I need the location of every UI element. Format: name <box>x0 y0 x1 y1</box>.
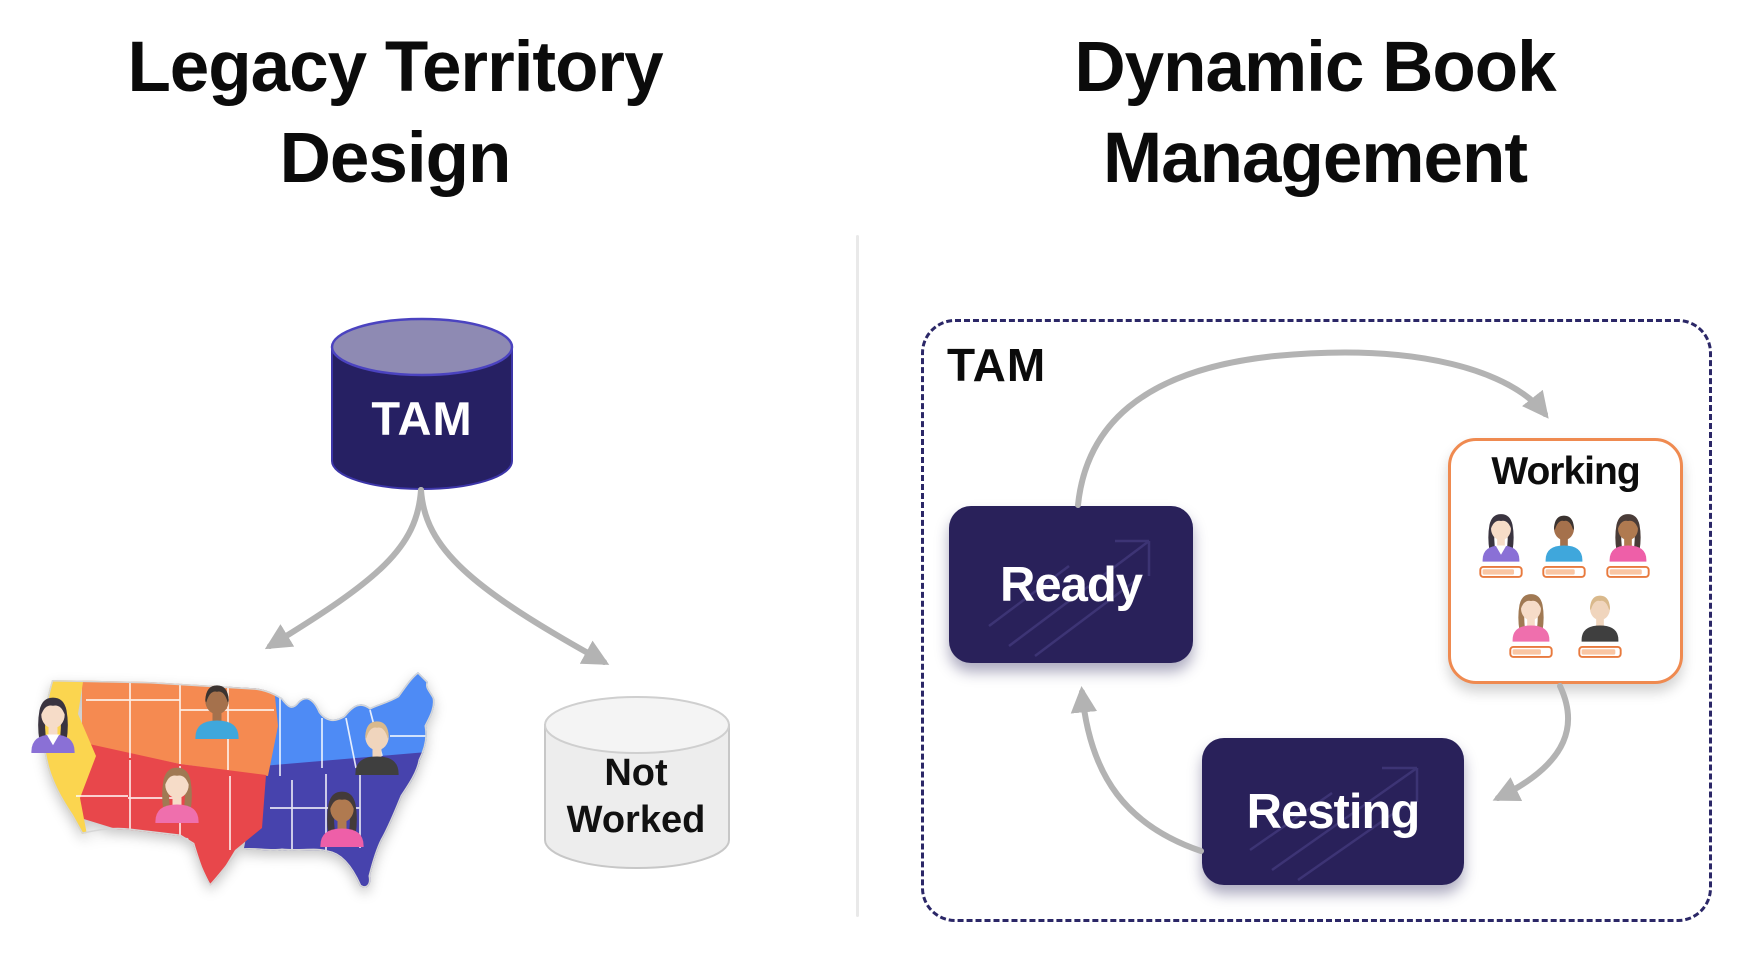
left-title-line1: Legacy Territory <box>127 28 663 107</box>
panel-divider <box>856 235 859 917</box>
growth-arrow-watermark-icon <box>1249 766 1419 882</box>
person-avatar-icon <box>1508 591 1554 663</box>
working-avatar-layer <box>1451 441 1680 681</box>
left-panel-title: Legacy Territory Design <box>5 22 785 204</box>
ready-state-box: Ready <box>949 506 1193 663</box>
not-worked-cylinder-icon <box>544 696 730 869</box>
working-state-box: Working <box>1448 438 1683 684</box>
right-panel-title: Dynamic Book Management <box>925 22 1705 204</box>
growth-arrow-watermark-icon <box>988 539 1151 657</box>
right-title-line2: Management <box>1103 119 1528 198</box>
tam-boundary-box <box>921 319 1712 922</box>
right-title-line1: Dynamic Book <box>1074 28 1556 107</box>
not-worked-line2: Worked <box>566 799 706 841</box>
not-worked-line1: Not <box>604 752 668 794</box>
resting-state-box: Resting <box>1202 738 1464 885</box>
not-worked-label: Not Worked <box>543 750 729 844</box>
person-avatar-icon <box>1541 511 1587 583</box>
arrow-tam-to-notworked <box>418 487 610 665</box>
person-avatar-icon <box>1577 591 1623 663</box>
person-avatar-icon <box>1478 511 1524 583</box>
tam-cylinder-label: TAM <box>371 392 473 445</box>
ready-label: Ready <box>999 557 1143 612</box>
us-territory-map <box>43 672 435 888</box>
tam-box-label: TAM <box>947 339 1047 391</box>
tam-database-cylinder-icon <box>330 317 514 490</box>
resting-label: Resting <box>1246 784 1421 839</box>
arrow-tam-to-map <box>264 487 424 650</box>
person-avatar-icon <box>1605 511 1651 583</box>
left-title-line2: Design <box>279 119 512 198</box>
